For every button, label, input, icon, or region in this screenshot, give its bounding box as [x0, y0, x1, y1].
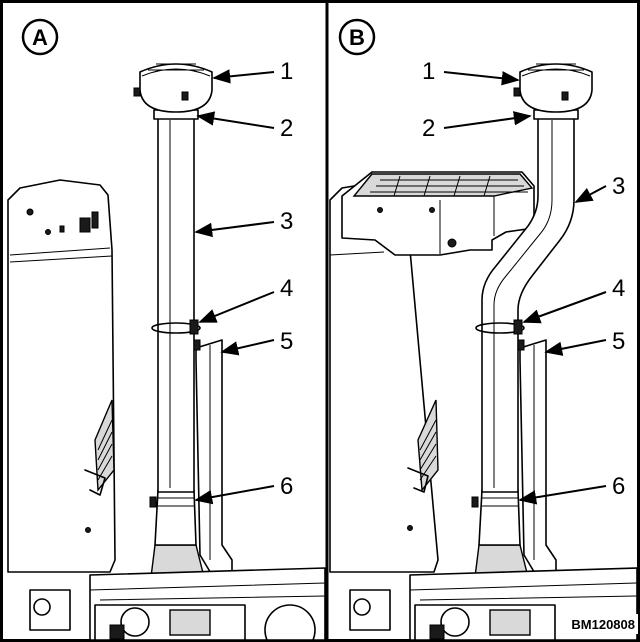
leader-a-6	[194, 485, 275, 505]
callout-a-2: 2	[280, 115, 293, 142]
panel-letter-badge-a	[21, 18, 59, 56]
callout-a-1: 1	[280, 58, 293, 85]
callout-a-5: 5	[280, 328, 293, 355]
rain-cap-a	[139, 63, 213, 113]
leader-b-4	[522, 291, 607, 324]
leader-a-1	[212, 69, 275, 84]
figure-id: BM120808	[571, 617, 635, 632]
panel-letter-a: A	[32, 25, 48, 50]
leader-a-5	[220, 339, 275, 356]
figure-id-box	[556, 614, 638, 634]
engine-hood-a	[7, 179, 116, 573]
panel-letter-badge-b	[338, 18, 376, 56]
callout-b-4: 4	[612, 275, 625, 302]
callout-b-5: 5	[612, 328, 625, 355]
callout-a-4: 4	[280, 275, 293, 302]
leader-b-2	[443, 111, 532, 129]
support-bracket-a	[195, 339, 233, 576]
callout-b-2: 2	[422, 115, 435, 142]
leader-b-1	[443, 71, 520, 86]
callout-b-1: 1	[422, 58, 435, 85]
leader-b-5	[544, 339, 607, 356]
air-cleaner-top-b	[352, 173, 534, 197]
callout-a-6: 6	[280, 473, 293, 500]
leader-a-4	[198, 291, 275, 323]
leader-b-3	[574, 185, 607, 203]
leader-a-3	[194, 221, 275, 238]
callout-b-3: 3	[612, 173, 625, 200]
callout-a-3: 3	[280, 208, 293, 235]
panel-a: A 1 2 3 4 5 6	[7, 18, 326, 642]
support-bracket-b	[519, 339, 557, 576]
clamp-a	[151, 322, 201, 334]
leader-b-6	[518, 485, 607, 505]
rain-cap-b	[519, 63, 593, 113]
clamp-b	[475, 322, 525, 334]
panel-letter-b: B	[349, 25, 365, 50]
leader-a-2	[196, 111, 275, 129]
exhaust-stack-a	[157, 115, 195, 493]
panel-b: B 1 2 3 4 5 6	[329, 18, 638, 641]
callout-b-6: 6	[612, 473, 625, 500]
